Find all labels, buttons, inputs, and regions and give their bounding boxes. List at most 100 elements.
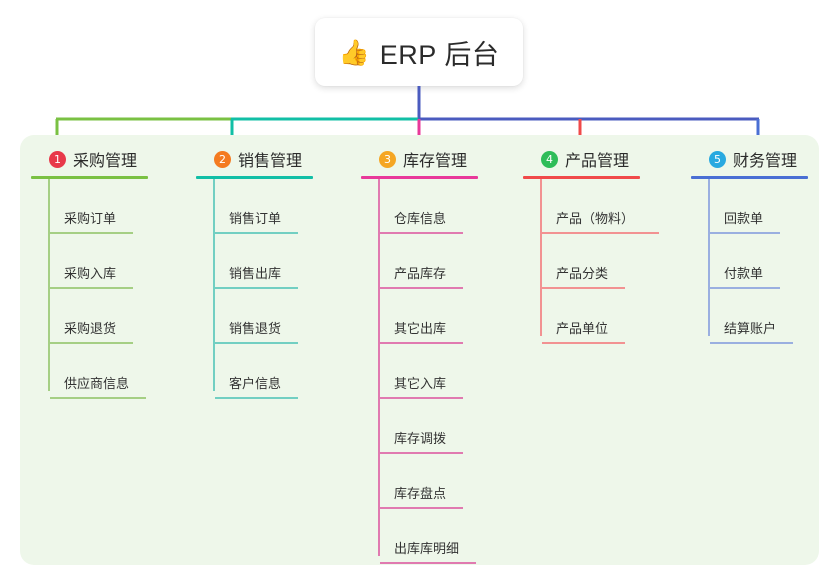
leaf-rule — [710, 287, 780, 289]
leaf-label: 库存盘点 — [394, 486, 447, 501]
list-item[interactable]: 销售出库 — [213, 234, 346, 289]
branch-spine-3 — [378, 179, 380, 556]
leaf-rule — [215, 342, 298, 344]
list-item[interactable]: 销售订单 — [213, 179, 346, 234]
branch-title-1: 采购管理 — [73, 153, 138, 170]
leaf-label: 供应商信息 — [64, 376, 130, 391]
leaf-label: 库存调拨 — [394, 431, 447, 446]
leaf-label: 客户信息 — [229, 376, 282, 391]
branch-badge-5: 5 — [709, 150, 726, 168]
leaf-label: 销售退货 — [229, 321, 282, 336]
leaf-rule — [542, 342, 625, 344]
branch-badge-2: 2 — [214, 150, 231, 168]
leaf-rule — [380, 287, 463, 289]
branch-items-4: 产品（物料） 产品分类 产品单位 — [523, 179, 688, 344]
leaf-label: 产品单位 — [556, 321, 609, 336]
list-item[interactable]: 结算账户 — [708, 289, 821, 344]
branch-rule-3 — [361, 176, 478, 179]
leaf-rule — [50, 287, 133, 289]
branch-title-3: 库存管理 — [403, 153, 468, 170]
list-item[interactable]: 采购退货 — [48, 289, 181, 344]
leaf-label: 产品库存 — [394, 266, 447, 281]
leaf-rule — [380, 507, 463, 509]
list-item[interactable]: 采购订单 — [48, 179, 181, 234]
leaf-rule — [380, 232, 463, 234]
leaf-label: 产品（物料） — [556, 211, 635, 226]
branch-spine-5 — [708, 179, 710, 336]
branch-items-5: 回款单 付款单 结算账户 — [691, 179, 821, 344]
leaf-rule — [542, 287, 625, 289]
leaf-rule — [380, 342, 463, 344]
branch-header-3[interactable]: 3 库存管理 — [361, 146, 521, 172]
branch-spine-4 — [540, 179, 542, 336]
list-item[interactable]: 仓库信息 — [378, 179, 521, 234]
branch-column-5: 5 财务管理 回款单 付款单 结算账户 — [691, 146, 821, 344]
leaf-label: 采购入库 — [64, 266, 117, 281]
leaf-label: 其它入库 — [394, 376, 447, 391]
list-item[interactable]: 出库库明细 — [378, 509, 521, 564]
branch-column-3: 3 库存管理 仓库信息 产品库存 其它出库 其它入库 库存调拨 — [361, 146, 521, 564]
branch-header-4[interactable]: 4 产品管理 — [523, 146, 688, 172]
list-item[interactable]: 采购入库 — [48, 234, 181, 289]
root-node[interactable]: 👍 ERP 后台 — [315, 18, 523, 86]
thumbs-up-icon: 👍 — [338, 37, 370, 67]
branch-rule-2 — [196, 176, 313, 179]
branch-header-1[interactable]: 1 采购管理 — [31, 146, 181, 172]
list-item[interactable]: 回款单 — [708, 179, 821, 234]
leaf-label: 出库库明细 — [394, 541, 460, 556]
leaf-label: 付款单 — [724, 266, 764, 281]
leaf-label: 回款单 — [724, 211, 764, 226]
leaf-rule — [380, 452, 463, 454]
branch-items-3: 仓库信息 产品库存 其它出库 其它入库 库存调拨 库存盘点 — [361, 179, 521, 564]
leaf-label: 产品分类 — [556, 266, 609, 281]
branch-spine-1 — [48, 179, 50, 391]
leaf-rule — [380, 397, 463, 399]
list-item[interactable]: 供应商信息 — [48, 344, 181, 399]
list-item[interactable]: 其它出库 — [378, 289, 521, 344]
leaf-rule — [50, 342, 133, 344]
leaf-rule — [215, 397, 298, 399]
branch-badge-3: 3 — [379, 150, 396, 168]
branch-title-4: 产品管理 — [565, 153, 630, 170]
leaf-label: 其它出库 — [394, 321, 447, 336]
branch-rule-4 — [523, 176, 640, 179]
branch-items-2: 销售订单 销售出库 销售退货 客户信息 — [196, 179, 346, 399]
leaf-rule — [50, 232, 133, 234]
leaf-label: 采购退货 — [64, 321, 117, 336]
leaf-label: 采购订单 — [64, 211, 117, 226]
list-item[interactable]: 销售退货 — [213, 289, 346, 344]
root-node-title: ERP 后台 — [379, 39, 500, 70]
branch-badge-4: 4 — [541, 150, 558, 168]
branch-header-5[interactable]: 5 财务管理 — [691, 146, 821, 172]
list-item[interactable]: 付款单 — [708, 234, 821, 289]
branch-header-2[interactable]: 2 销售管理 — [196, 146, 346, 172]
leaf-rule — [542, 232, 659, 234]
branch-column-4: 4 产品管理 产品（物料） 产品分类 产品单位 — [523, 146, 688, 344]
branch-title-2: 销售管理 — [238, 153, 303, 170]
diagram-panel — [20, 135, 819, 565]
leaf-rule — [710, 342, 793, 344]
leaf-label: 销售订单 — [229, 211, 282, 226]
leaf-rule — [50, 397, 146, 399]
leaf-rule — [215, 287, 298, 289]
leaf-label: 仓库信息 — [394, 211, 447, 226]
branch-column-1: 1 采购管理 采购订单 采购入库 采购退货 供应商信息 — [31, 146, 181, 399]
list-item[interactable]: 产品分类 — [540, 234, 688, 289]
list-item[interactable]: 产品（物料） — [540, 179, 688, 234]
branch-spine-2 — [213, 179, 215, 391]
branch-rule-1 — [31, 176, 148, 179]
list-item[interactable]: 产品单位 — [540, 289, 688, 344]
leaf-label: 销售出库 — [229, 266, 282, 281]
branch-rule-5 — [691, 176, 808, 179]
leaf-rule — [380, 562, 476, 564]
leaf-rule — [710, 232, 780, 234]
branch-items-1: 采购订单 采购入库 采购退货 供应商信息 — [31, 179, 181, 399]
list-item[interactable]: 产品库存 — [378, 234, 521, 289]
branch-title-5: 财务管理 — [733, 153, 798, 170]
list-item[interactable]: 库存盘点 — [378, 454, 521, 509]
list-item[interactable]: 其它入库 — [378, 344, 521, 399]
list-item[interactable]: 客户信息 — [213, 344, 346, 399]
list-item[interactable]: 库存调拨 — [378, 399, 521, 454]
branch-badge-1: 1 — [49, 150, 66, 168]
